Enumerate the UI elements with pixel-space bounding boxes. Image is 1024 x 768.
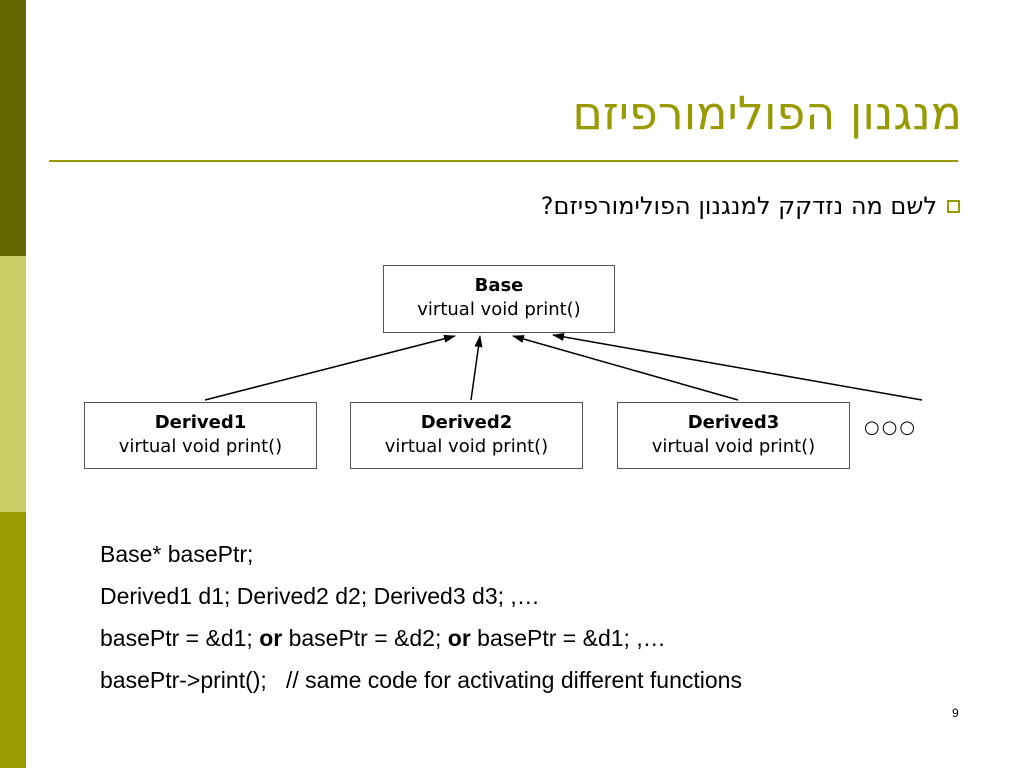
derived2-class-method: virtual void print() [384, 436, 549, 457]
arrow-more-to-base [552, 332, 923, 401]
derived1-class-method: virtual void print() [118, 436, 283, 457]
more-classes-ellipsis: ○○○ [864, 417, 918, 438]
arrow-derived1-to-base [204, 334, 456, 401]
derived2-class-box: Derived2 virtual void print() [350, 402, 583, 469]
bullet-text: לשם מה נזדקק למנגנון הפולימורפיזם? [540, 192, 937, 220]
code-line-3-part3: basePtr = &d1; ,… [470, 625, 666, 651]
code-line-4: basePtr->print(); // same code for activ… [100, 667, 742, 693]
code-line-2: Derived1 d1; Derived2 d2; Derived3 d3; ,… [100, 583, 540, 609]
square-bullet-icon [947, 199, 960, 213]
code-line-1: Base* basePtr; [100, 541, 254, 567]
code-line-3: basePtr = &d1; or basePtr = &d2; or base… [100, 622, 742, 664]
derived3-class-method: virtual void print() [651, 436, 816, 457]
title-underline [49, 160, 958, 162]
base-class-method: virtual void print() [417, 299, 581, 320]
side-band-bottom [0, 512, 26, 768]
side-band-top [0, 0, 26, 256]
page-number: 9 [952, 706, 959, 720]
arrow-derived3-to-base [512, 335, 739, 401]
code-line-3-or2: or [447, 625, 471, 651]
code-block: Base* basePtr; Derived1 d1; Derived2 d2;… [100, 538, 742, 706]
slide-title: מנגנון הפולימורפיזם [572, 86, 962, 140]
side-band-middle [0, 256, 26, 512]
code-line-3-part1: basePtr = &d1; [100, 625, 260, 651]
base-class-box: Base virtual void print() [383, 265, 615, 333]
arrow-derived2-to-base [470, 335, 483, 401]
code-line-3-or1: or [259, 625, 283, 651]
base-class-name: Base [474, 275, 524, 296]
bullet-item: לשם מה נזדקק למנגנון הפולימורפיזם? [541, 192, 960, 220]
derived2-class-name: Derived2 [420, 412, 513, 433]
derived3-class-name: Derived3 [687, 412, 780, 433]
derived1-class-box: Derived1 virtual void print() [84, 402, 317, 469]
derived1-class-name: Derived1 [154, 412, 247, 433]
derived3-class-box: Derived3 virtual void print() [617, 402, 850, 469]
code-line-3-part2: basePtr = &d2; [282, 625, 448, 651]
